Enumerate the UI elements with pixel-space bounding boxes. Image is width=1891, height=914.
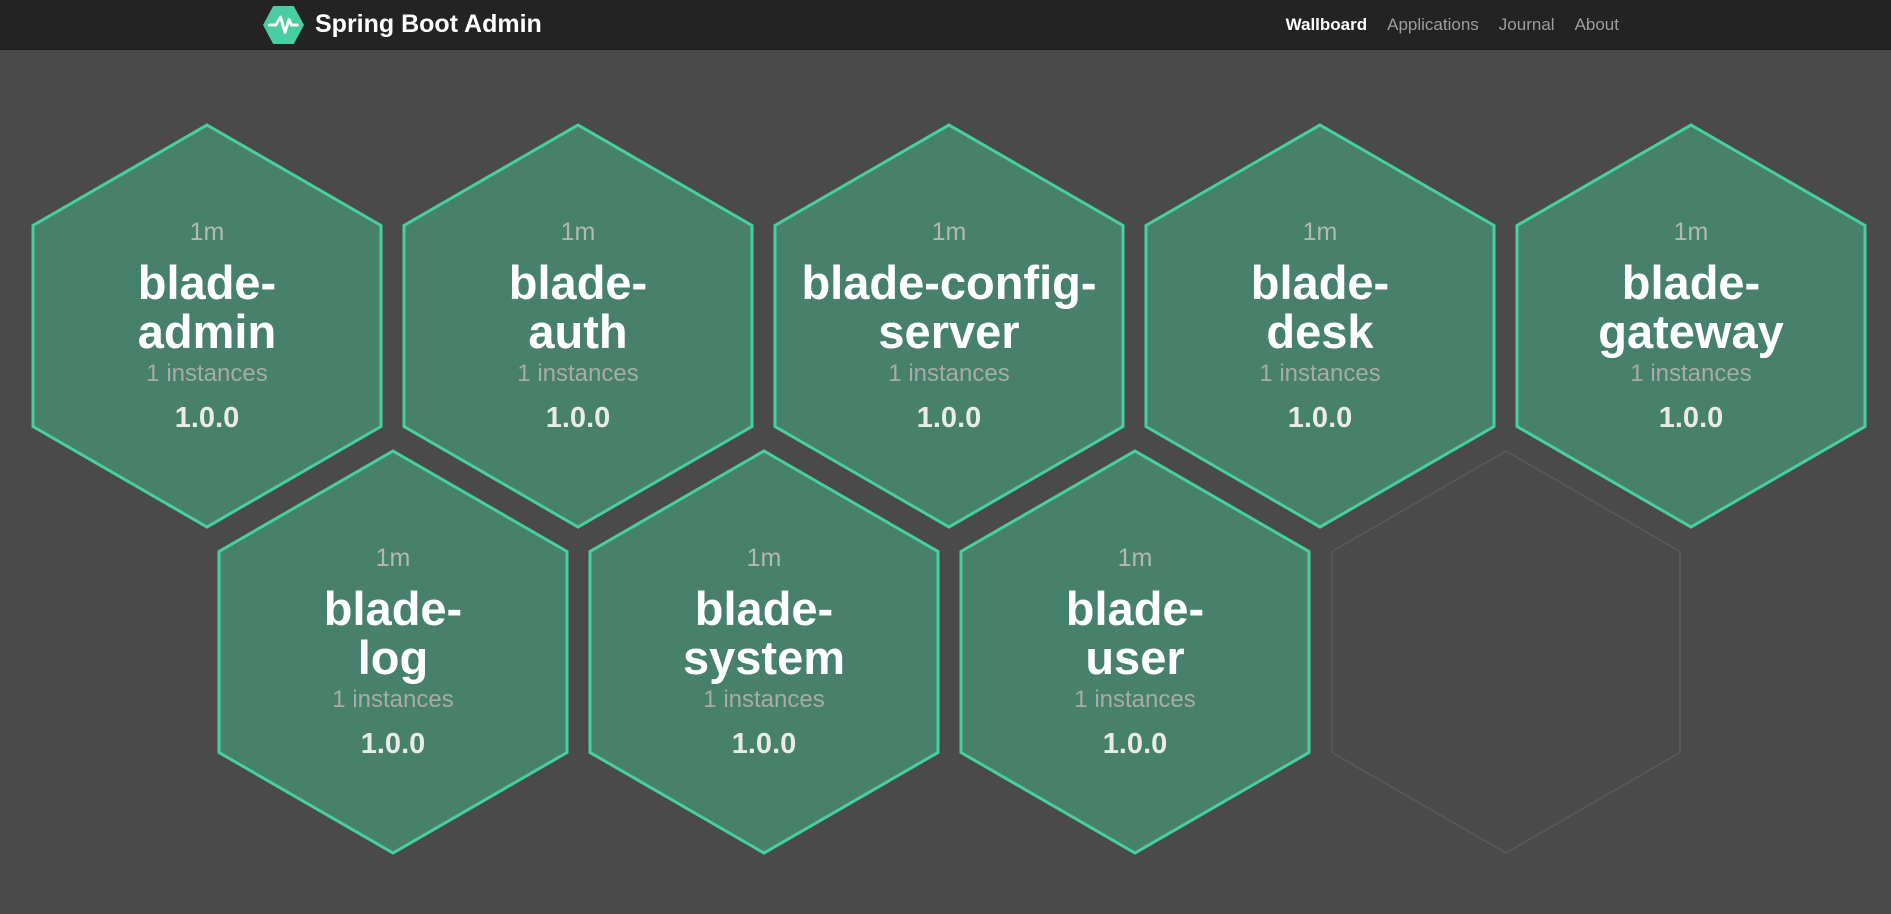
navbar-menu: Wallboard Applications Journal About (1276, 0, 1629, 50)
hexagon-outline (1331, 450, 1681, 854)
application-hexagon-blade-user[interactable]: 1m blade-user 1 instances 1.0.0 (959, 449, 1311, 855)
hexagon-shape (1144, 123, 1496, 529)
hexagon-shape (402, 123, 754, 529)
hexagon-shape (959, 449, 1311, 855)
wallboard: 1m blade-admin 1 instances 1.0.0 1m blad… (0, 50, 1891, 914)
spring-boot-admin-logo-icon (263, 5, 304, 44)
brand-link[interactable]: Spring Boot Admin (263, 5, 542, 45)
pulse-line-icon (268, 15, 299, 34)
nav-item-wallboard[interactable]: Wallboard (1285, 14, 1368, 34)
nav-item-about[interactable]: About (1574, 14, 1619, 34)
nav-item-applications[interactable]: Applications (1387, 14, 1479, 34)
brand-title: Spring Boot Admin (315, 10, 542, 38)
application-hexagon-blade-log[interactable]: 1m blade-log 1 instances 1.0.0 (217, 449, 569, 855)
hexagon-shape (773, 123, 1125, 529)
top-navbar: Spring Boot Admin Wallboard Applications… (0, 0, 1891, 50)
hexagon-shape (217, 449, 569, 855)
hexagon-shape (588, 449, 940, 855)
hexagon-shape (31, 123, 383, 529)
application-hexagon-blade-system[interactable]: 1m blade-system 1 instances 1.0.0 (588, 449, 940, 855)
nav-item-journal[interactable]: Journal (1498, 14, 1555, 34)
empty-hexagon-placeholder (1330, 449, 1682, 855)
hexagon-shape (1515, 123, 1867, 529)
